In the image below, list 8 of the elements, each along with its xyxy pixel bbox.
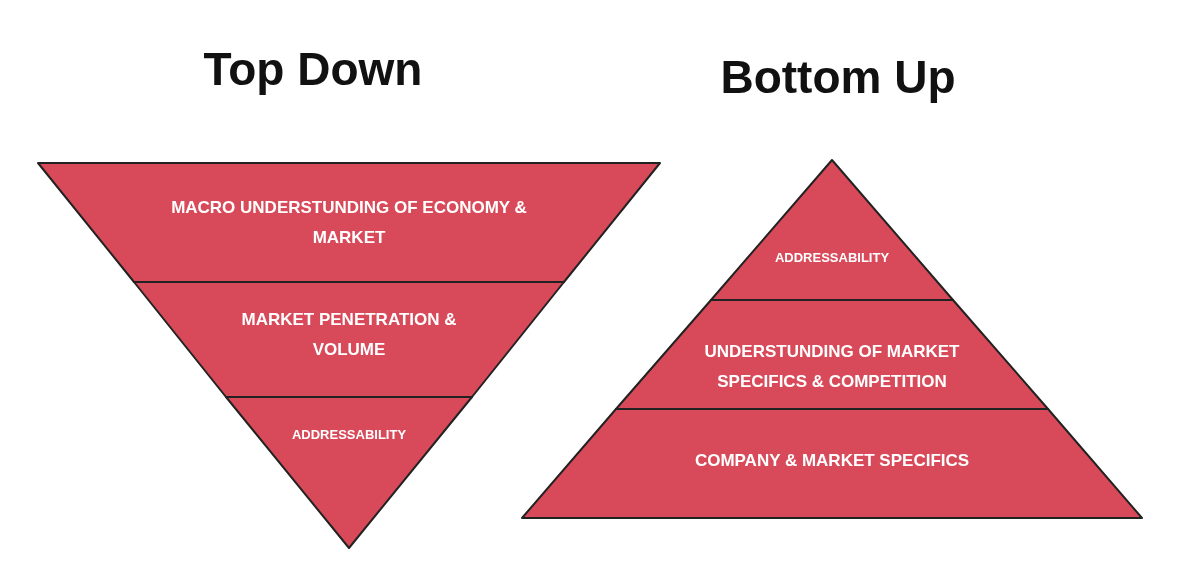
band-label: ADDRESSABILITY bbox=[290, 426, 408, 444]
band-label: COMPANY & MARKET SPECIFICS bbox=[693, 450, 971, 472]
band-label: UNDERSTUNDING OF MARKET SPECIFICS & COMPETITION bbox=[703, 341, 961, 393]
heading: Bottom Up bbox=[719, 50, 957, 104]
heading: Top Down bbox=[202, 42, 424, 96]
band-label: ADDRESSABILITY bbox=[773, 249, 891, 267]
band-label: MARKET PENETRATION & VOLUME bbox=[240, 309, 458, 361]
band-label: MACRO UNDERSTUNDING OF ECONOMY & MARKET bbox=[170, 197, 528, 249]
